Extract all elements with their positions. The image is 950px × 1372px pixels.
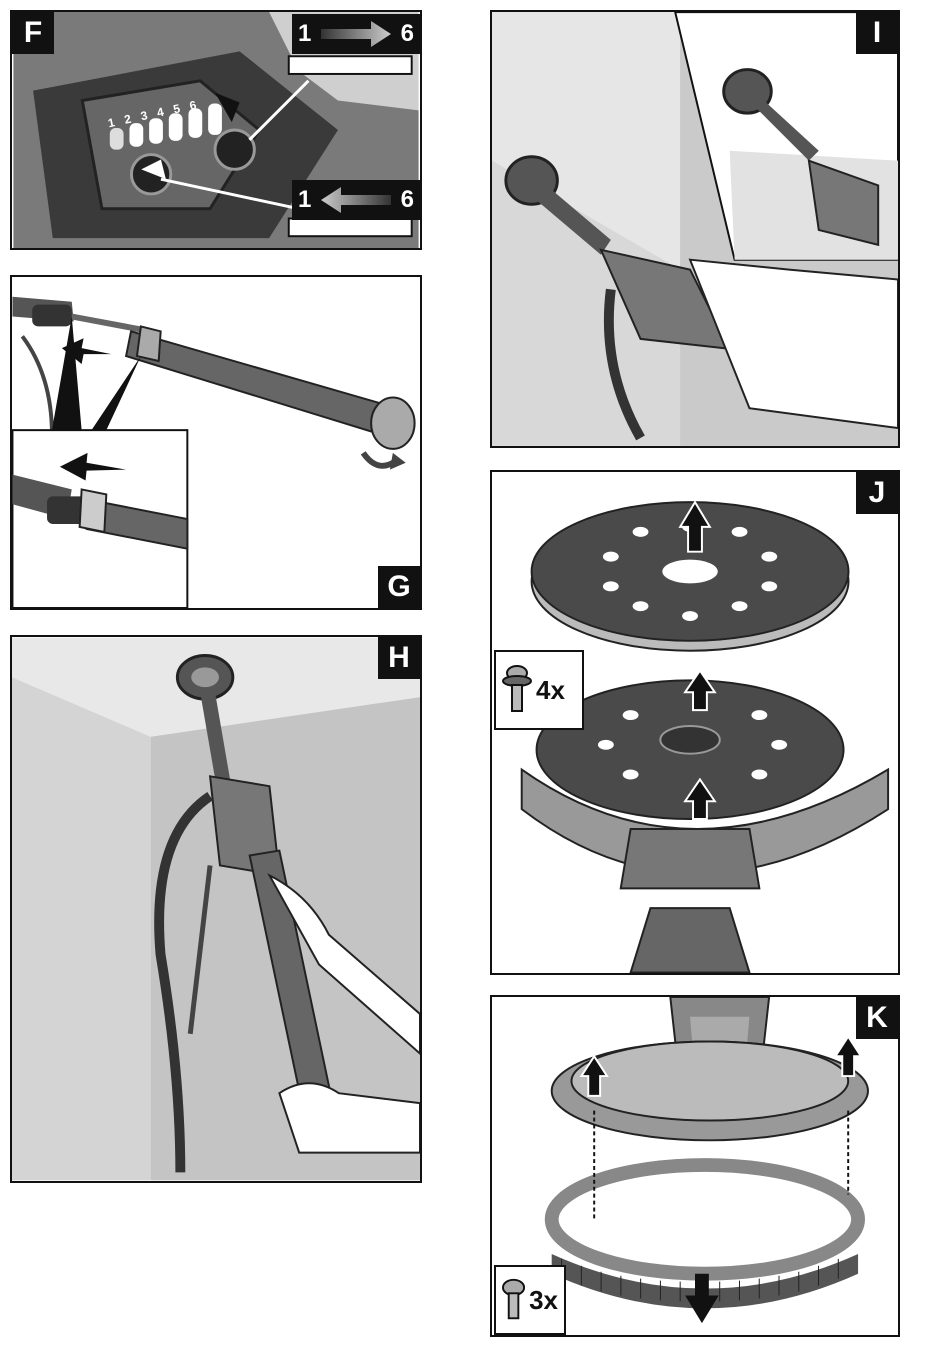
panel-label-j: J [856, 472, 898, 514]
panel-j: J 4x [490, 470, 900, 975]
panel-label-f: F [12, 12, 54, 54]
panel-label-i: I [856, 12, 898, 54]
panel-f: 123456 F 1 6 1 6 [10, 10, 422, 250]
screw-count: 3x [529, 1285, 558, 1316]
screw-quantity-box: 4x [494, 650, 584, 730]
screw-count: 4x [536, 675, 565, 706]
screw-with-washer-icon [502, 665, 532, 715]
panel-label-g: G [378, 566, 420, 608]
callout-to: 6 [401, 186, 414, 214]
panel-label-h: H [378, 637, 420, 679]
panel-i: I [490, 10, 900, 448]
ceiling-sanding-illustration [12, 637, 420, 1181]
wall-sanding-illustration [492, 12, 898, 446]
extension-tube-illustration [12, 277, 420, 608]
screw-icon [502, 1278, 525, 1322]
arrow-right-icon [321, 21, 391, 47]
screw-quantity-box: 3x [494, 1265, 566, 1335]
callout-increase-speed: 1 6 [292, 14, 420, 54]
callout-from: 1 [298, 186, 311, 214]
panel-k: K 3x [490, 995, 900, 1337]
panel-g: G [10, 275, 422, 610]
arrow-left-icon [321, 187, 391, 213]
callout-from: 1 [298, 20, 311, 48]
panel-h: H [10, 635, 422, 1183]
callout-decrease-speed: 1 6 [292, 180, 420, 220]
panel-label-k: K [856, 997, 898, 1039]
callout-to: 6 [401, 20, 414, 48]
